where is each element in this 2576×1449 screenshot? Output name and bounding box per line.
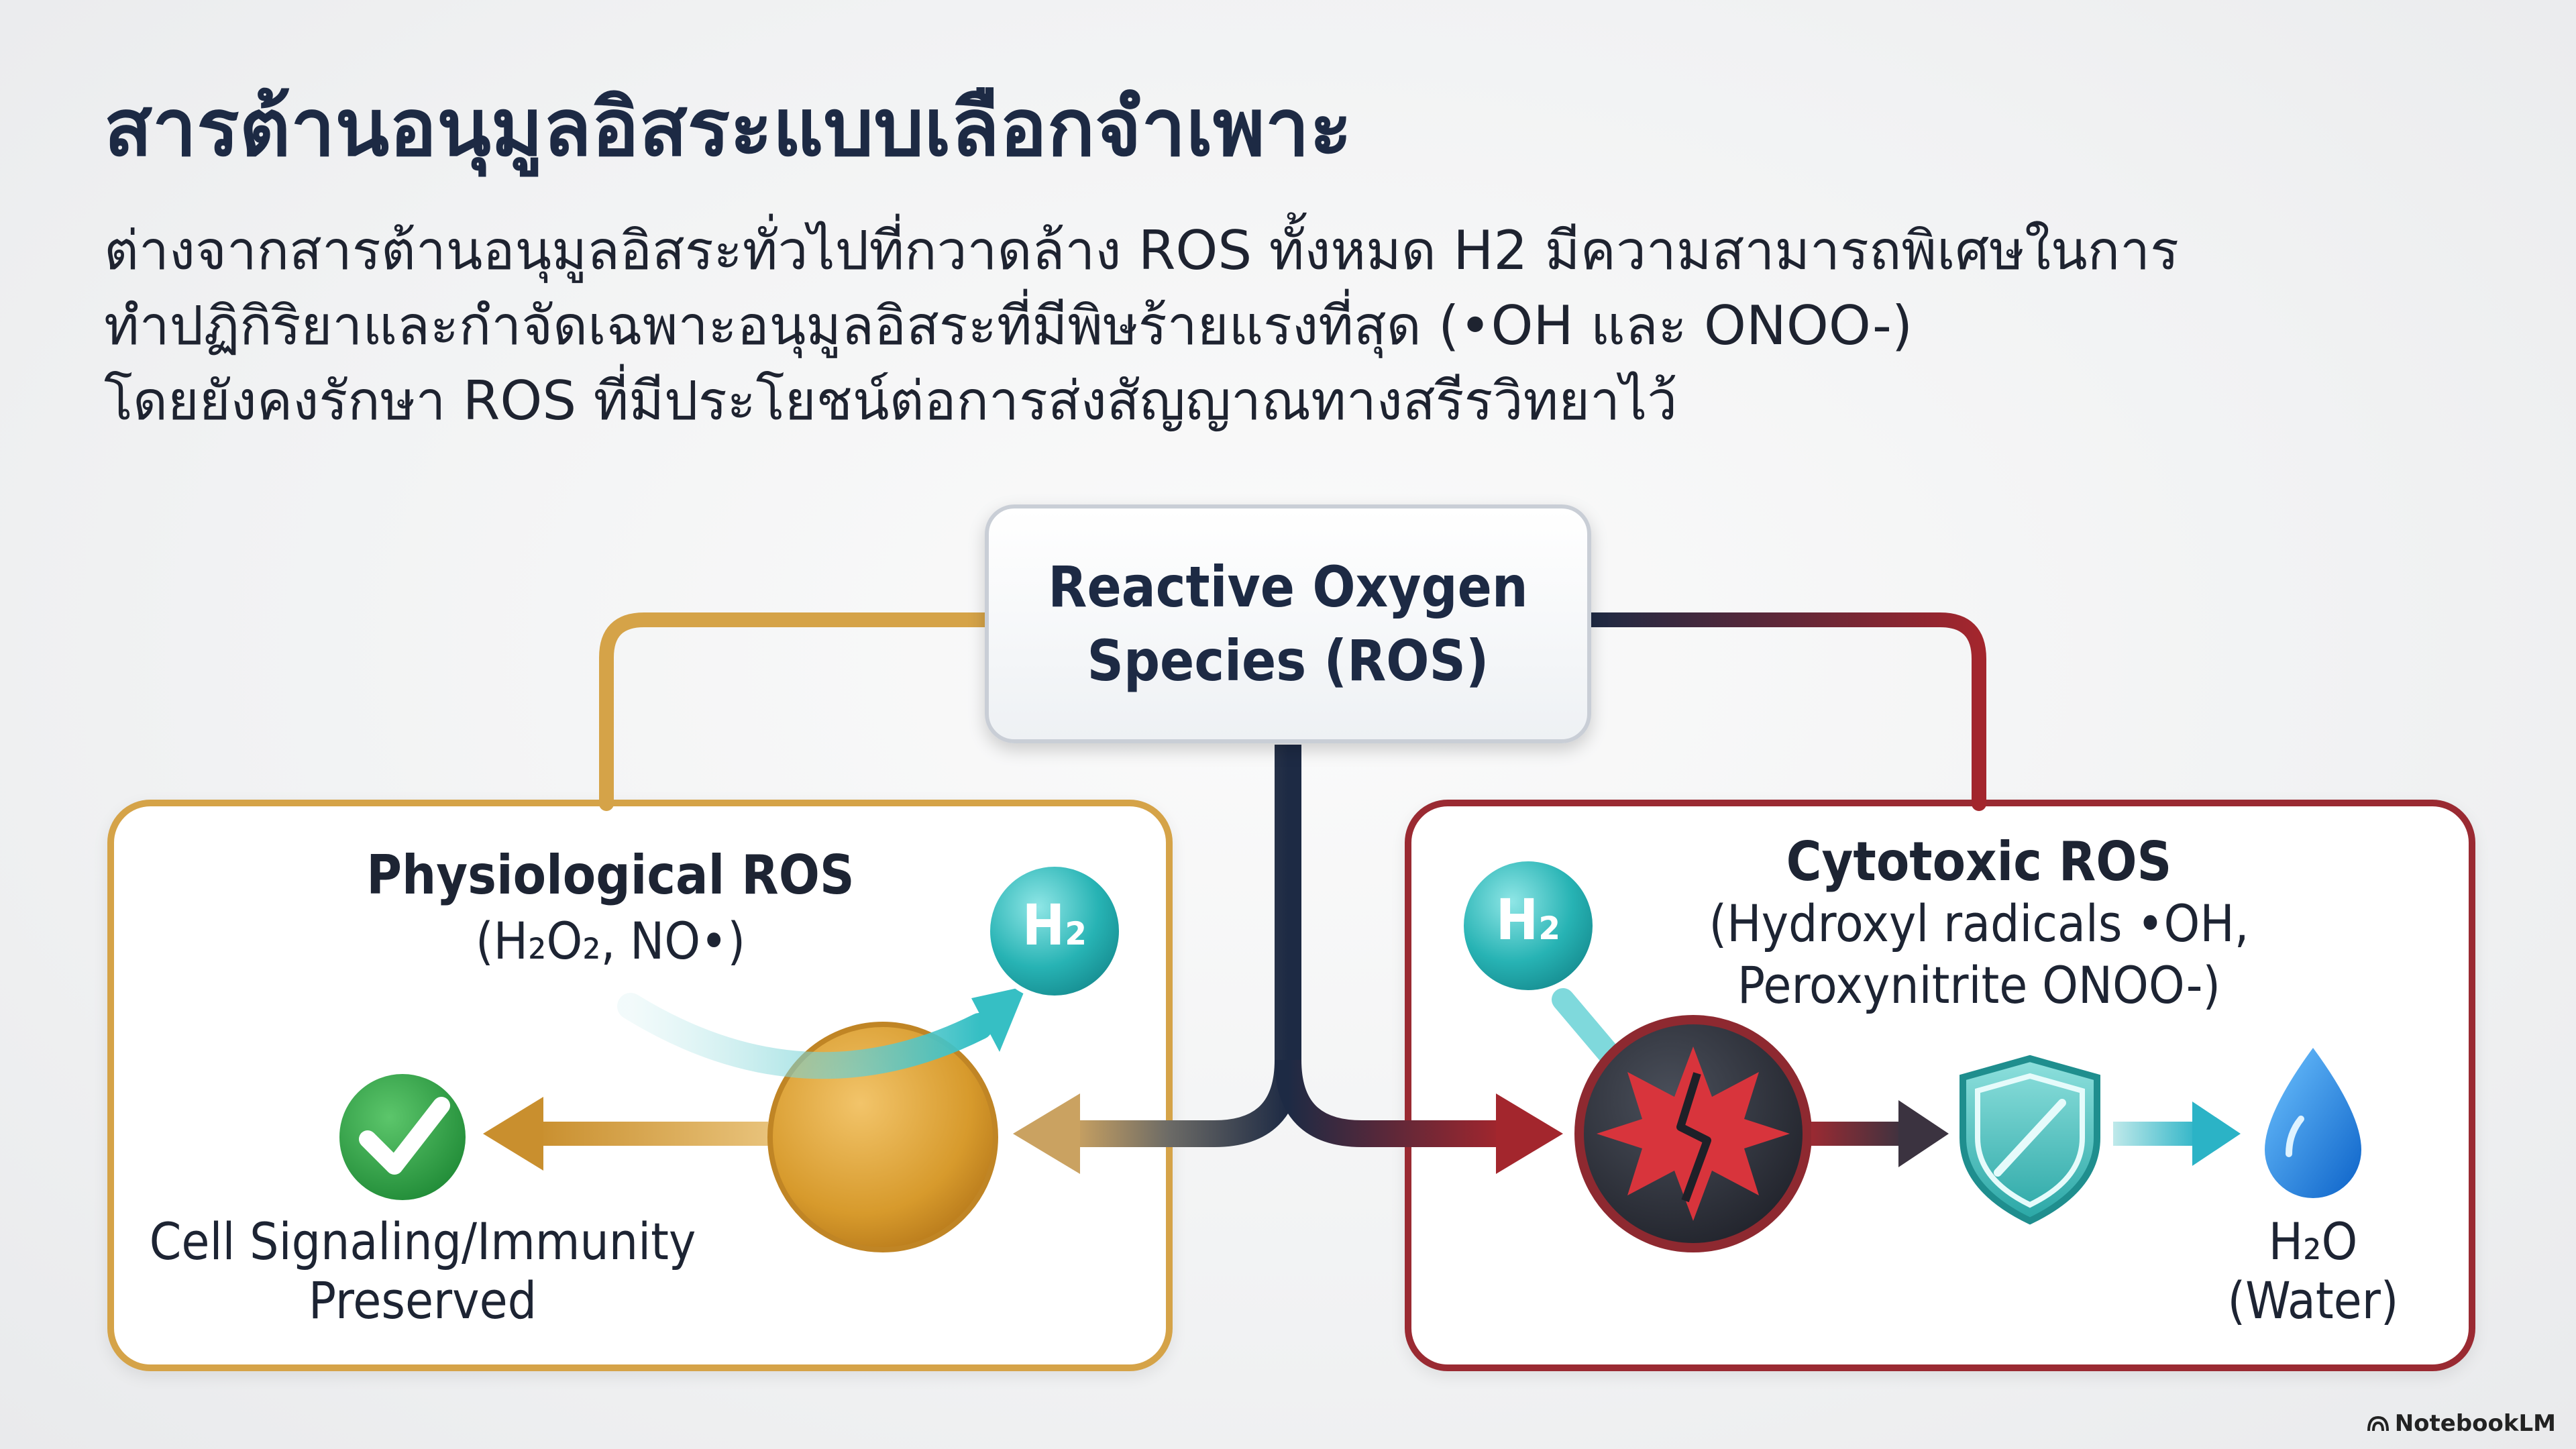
description-line-2: ทำปฏิกิริยาและกำจัดเฉพาะอนุมูลอิสระที่มี… <box>104 294 1913 357</box>
water-drop-icon <box>2265 1048 2361 1198</box>
notebooklm-logo-icon <box>2367 1415 2389 1432</box>
physiological-ros-title: Physiological ROS <box>366 844 855 906</box>
shield-icon <box>1960 1055 2100 1225</box>
h2-label-right: H₂ <box>1495 887 1561 953</box>
ros-molecule-icon <box>767 1022 998 1252</box>
description: ต่างจากสารต้านอนุมูลอิสระทั่วไปที่กวาดล้… <box>104 213 2492 439</box>
brand-watermark: NotebookLM <box>2367 1410 2556 1437</box>
h2-molecule-icon-right <box>1458 856 1598 996</box>
arrow-to-cytotoxic <box>1496 1093 1563 1174</box>
h2-label-left: H₂ <box>1022 892 1087 958</box>
ros-box-label: Reactive Oxygen Species (ROS) <box>1048 554 1528 694</box>
connector-left <box>599 612 992 811</box>
signaling-label-line1: Cell Signaling/Immunity <box>149 1212 696 1271</box>
radical-burst-icon <box>1574 1015 1812 1252</box>
h2-bypass-arrow <box>617 993 993 1079</box>
cytotoxic-ros-subtitle-line1: (Hydroxyl radicals •OH, <box>1709 894 2249 953</box>
water-label-line1: H₂O <box>2268 1212 2358 1271</box>
cytotoxic-ros-subtitle-line2: Peroxynitrite ONOO-) <box>1737 955 2221 1015</box>
arrow-to-signaling <box>483 1097 543 1171</box>
checkmark-icon <box>334 1069 471 1205</box>
h2-molecule-icon <box>985 861 1124 1001</box>
water-label-line2: (Water) <box>2227 1271 2399 1330</box>
cytotoxic-ros-title: Cytotoxic ROS <box>1786 830 2172 893</box>
connector-right <box>1580 612 1986 811</box>
page-title: สารต้านอนุมูลอิสระแบบเลือกจำเพาะ <box>104 81 1352 174</box>
ros-box: Reactive Oxygen Species (ROS) <box>985 504 1591 743</box>
description-line-3: โดยยังคงรักษา ROS ที่มีประโยชน์ต่อการส่ง… <box>104 370 1678 432</box>
signaling-label-line2: Preserved <box>308 1271 537 1330</box>
physiological-ros-subtitle: (H₂O₂, NO•) <box>475 911 746 971</box>
arrow-to-physiological <box>1013 1093 1080 1174</box>
brand-label: NotebookLM <box>2394 1410 2556 1437</box>
description-line-1: ต่างจากสารต้านอนุมูลอิสระทั่วไปที่กวาดล้… <box>104 219 2180 282</box>
